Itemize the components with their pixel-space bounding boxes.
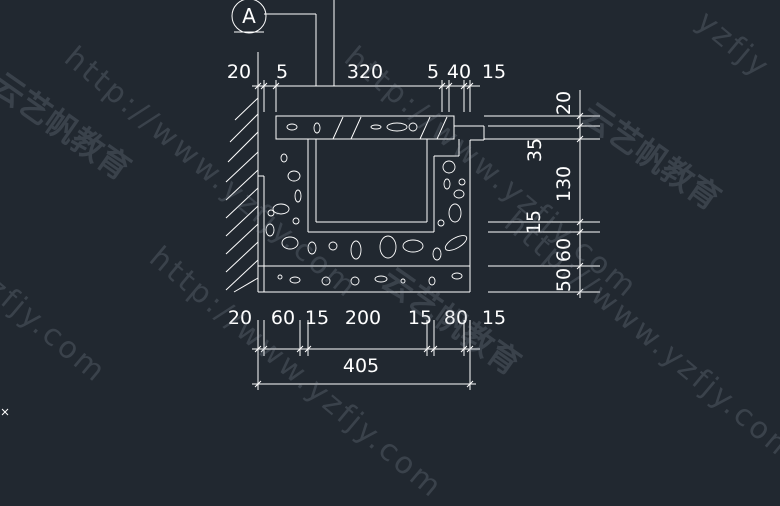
top-dimension-ticks — [254, 80, 474, 112]
right-dimension-ticks — [484, 112, 600, 296]
dim-right-20: 20 — [553, 91, 575, 115]
dim-bottom-15b: 15 — [408, 307, 432, 329]
dim-right-35: 35 — [524, 138, 546, 162]
aggregate-pattern — [265, 122, 468, 286]
dim-total-405: 405 — [343, 355, 379, 377]
dim-right-15: 15 — [523, 210, 545, 234]
dim-top-5b: 5 — [427, 61, 439, 83]
dim-bottom-80: 80 — [444, 307, 468, 329]
section-callout-circle — [231, 0, 267, 34]
dim-right-60: 60 — [553, 238, 575, 262]
trench-section-drawing: A 20 5 320 5 40 15 20 60 15 200 15 80 15… — [1, 0, 600, 416]
dim-top-320: 320 — [347, 61, 383, 83]
dim-right-130: 130 — [553, 166, 575, 202]
dim-top-5: 5 — [276, 61, 288, 83]
dim-top-15: 15 — [482, 61, 506, 83]
bottom-dimension-ticks — [254, 320, 474, 356]
dim-top-20: 20 — [227, 61, 251, 83]
dim-top-40: 40 — [447, 61, 471, 83]
dim-bottom-15: 15 — [305, 307, 329, 329]
ucs-icon — [1, 408, 9, 416]
cover-plate — [275, 115, 455, 140]
dim-bottom-15c: 15 — [482, 307, 506, 329]
dim-bottom-60: 60 — [271, 307, 295, 329]
dim-bottom-200: 200 — [345, 307, 381, 329]
wall-hatching — [225, 97, 259, 293]
callout-letter: A — [242, 4, 256, 28]
cover-plate-hatching — [332, 116, 448, 140]
dim-bottom-20: 20 — [228, 307, 252, 329]
dim-right-50: 50 — [553, 268, 575, 292]
